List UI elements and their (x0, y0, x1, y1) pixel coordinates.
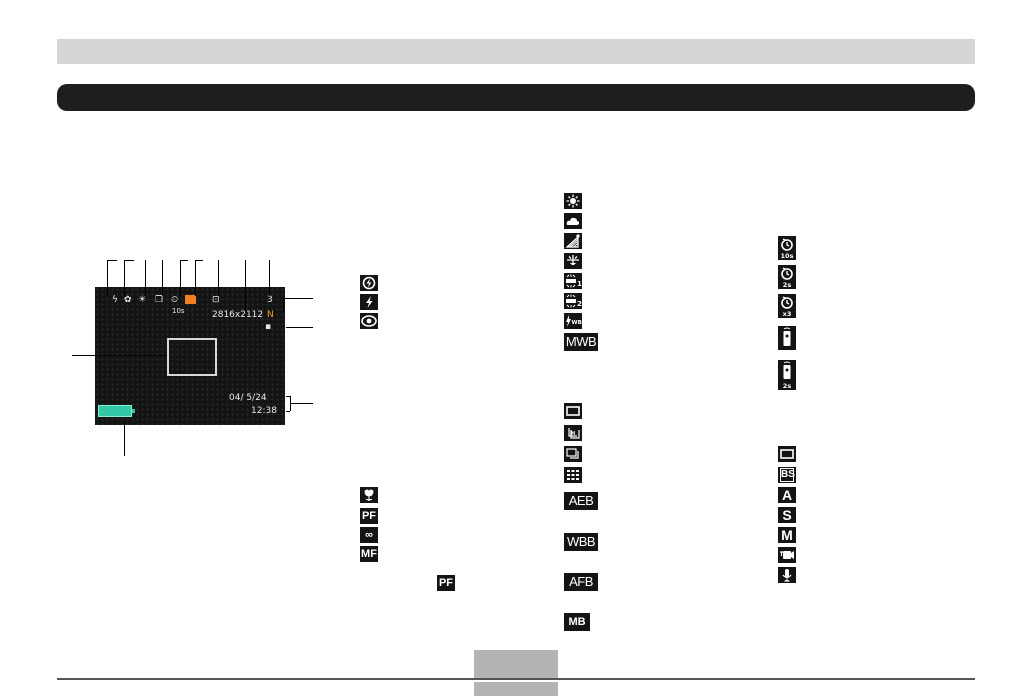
self-timer-2s-icon: 2s (778, 265, 796, 289)
page-number-tab-lower (474, 682, 558, 696)
exposure-indicator-icon: ▪ (265, 322, 272, 332)
shots-remaining: 3 (267, 295, 273, 305)
multi-bracketing-icon: MB (564, 613, 590, 631)
footer-rule (57, 678, 975, 680)
self-timer-indicator-icon: ⏲ (171, 295, 179, 305)
flash-indicator-icon: ϟ (112, 295, 118, 305)
auto-exposure-bracketing-icon: AEB (564, 492, 598, 510)
page-number-tab (474, 650, 558, 678)
drive-indicator-icon: ❐ (155, 295, 164, 305)
manual-exposure-icon: M (778, 527, 796, 543)
svg-text:H: H (571, 431, 575, 437)
macro-icon (360, 487, 378, 503)
battery-icon (98, 405, 135, 417)
svg-text:2s: 2s (783, 281, 792, 289)
daylight-icon (564, 193, 582, 209)
best-shot-mode-icon: BS (778, 467, 796, 483)
movie-mode-icon (778, 547, 796, 563)
date-readout: 04/ 5/24 (229, 393, 267, 403)
remote-2s-icon: 2s (778, 360, 796, 390)
monitor-background (95, 287, 285, 425)
aperture-priority-icon: A (778, 487, 796, 503)
high-speed-continuous-icon: H (564, 425, 582, 441)
infinity-icon: ∞ (360, 527, 378, 543)
best-shot-label: BS (780, 468, 795, 482)
self-timer-x3-icon: x3 (778, 294, 796, 318)
chapter-header-bar (57, 39, 975, 64)
fluorescent-1-icon: 1 (564, 273, 582, 289)
remote-icon (778, 326, 796, 350)
section-title-bar (57, 84, 975, 111)
time-readout: 12:38 (251, 406, 277, 416)
manual-wb-icon: MWB (564, 333, 598, 351)
quality-flag: N (267, 310, 274, 320)
self-timer-label: 10s (172, 307, 185, 315)
continuous-icon (564, 446, 582, 462)
flash-off-icon (360, 275, 378, 291)
svg-text:2s: 2s (783, 382, 792, 390)
self-timer-10s-icon: 10s (778, 236, 796, 260)
multi-continuous-icon (564, 467, 582, 483)
flash-wb-icon: WB (564, 313, 582, 329)
white-balance-indicator-icon: ☀ (138, 295, 147, 305)
shutter-priority-icon: S (778, 507, 796, 523)
svg-text:x3: x3 (783, 310, 792, 318)
image-size: 2816x2112 (212, 310, 264, 320)
fluorescent-2-icon: 2 (564, 293, 582, 309)
svg-text:2: 2 (577, 300, 582, 308)
snapshot-mode-icon (778, 446, 796, 462)
flash-on-icon (360, 294, 378, 310)
pan-focus-icon: PF (360, 508, 378, 524)
macro-indicator-icon: ✿ (124, 295, 132, 305)
metering-indicator-icon: ⊡ (212, 295, 220, 305)
voice-recording-icon (778, 567, 796, 583)
focus-frame (167, 338, 217, 376)
white-balance-bracketing-icon: WBB (564, 533, 598, 551)
manual-focus-icon: MF (360, 546, 378, 562)
svg-text:10s: 10s (781, 252, 794, 260)
red-eye-icon (360, 313, 378, 329)
single-shot-icon (564, 403, 582, 419)
auto-focus-bracketing-icon: AFB (564, 573, 598, 591)
shade-icon (564, 233, 582, 249)
pan-focus-inline-icon: PF (437, 575, 455, 591)
tungsten-icon (564, 253, 582, 269)
svg-text:1: 1 (577, 280, 582, 288)
svg-text:WB: WB (572, 320, 582, 326)
mode-indicator-icon (185, 295, 196, 304)
overcast-icon (564, 213, 582, 229)
